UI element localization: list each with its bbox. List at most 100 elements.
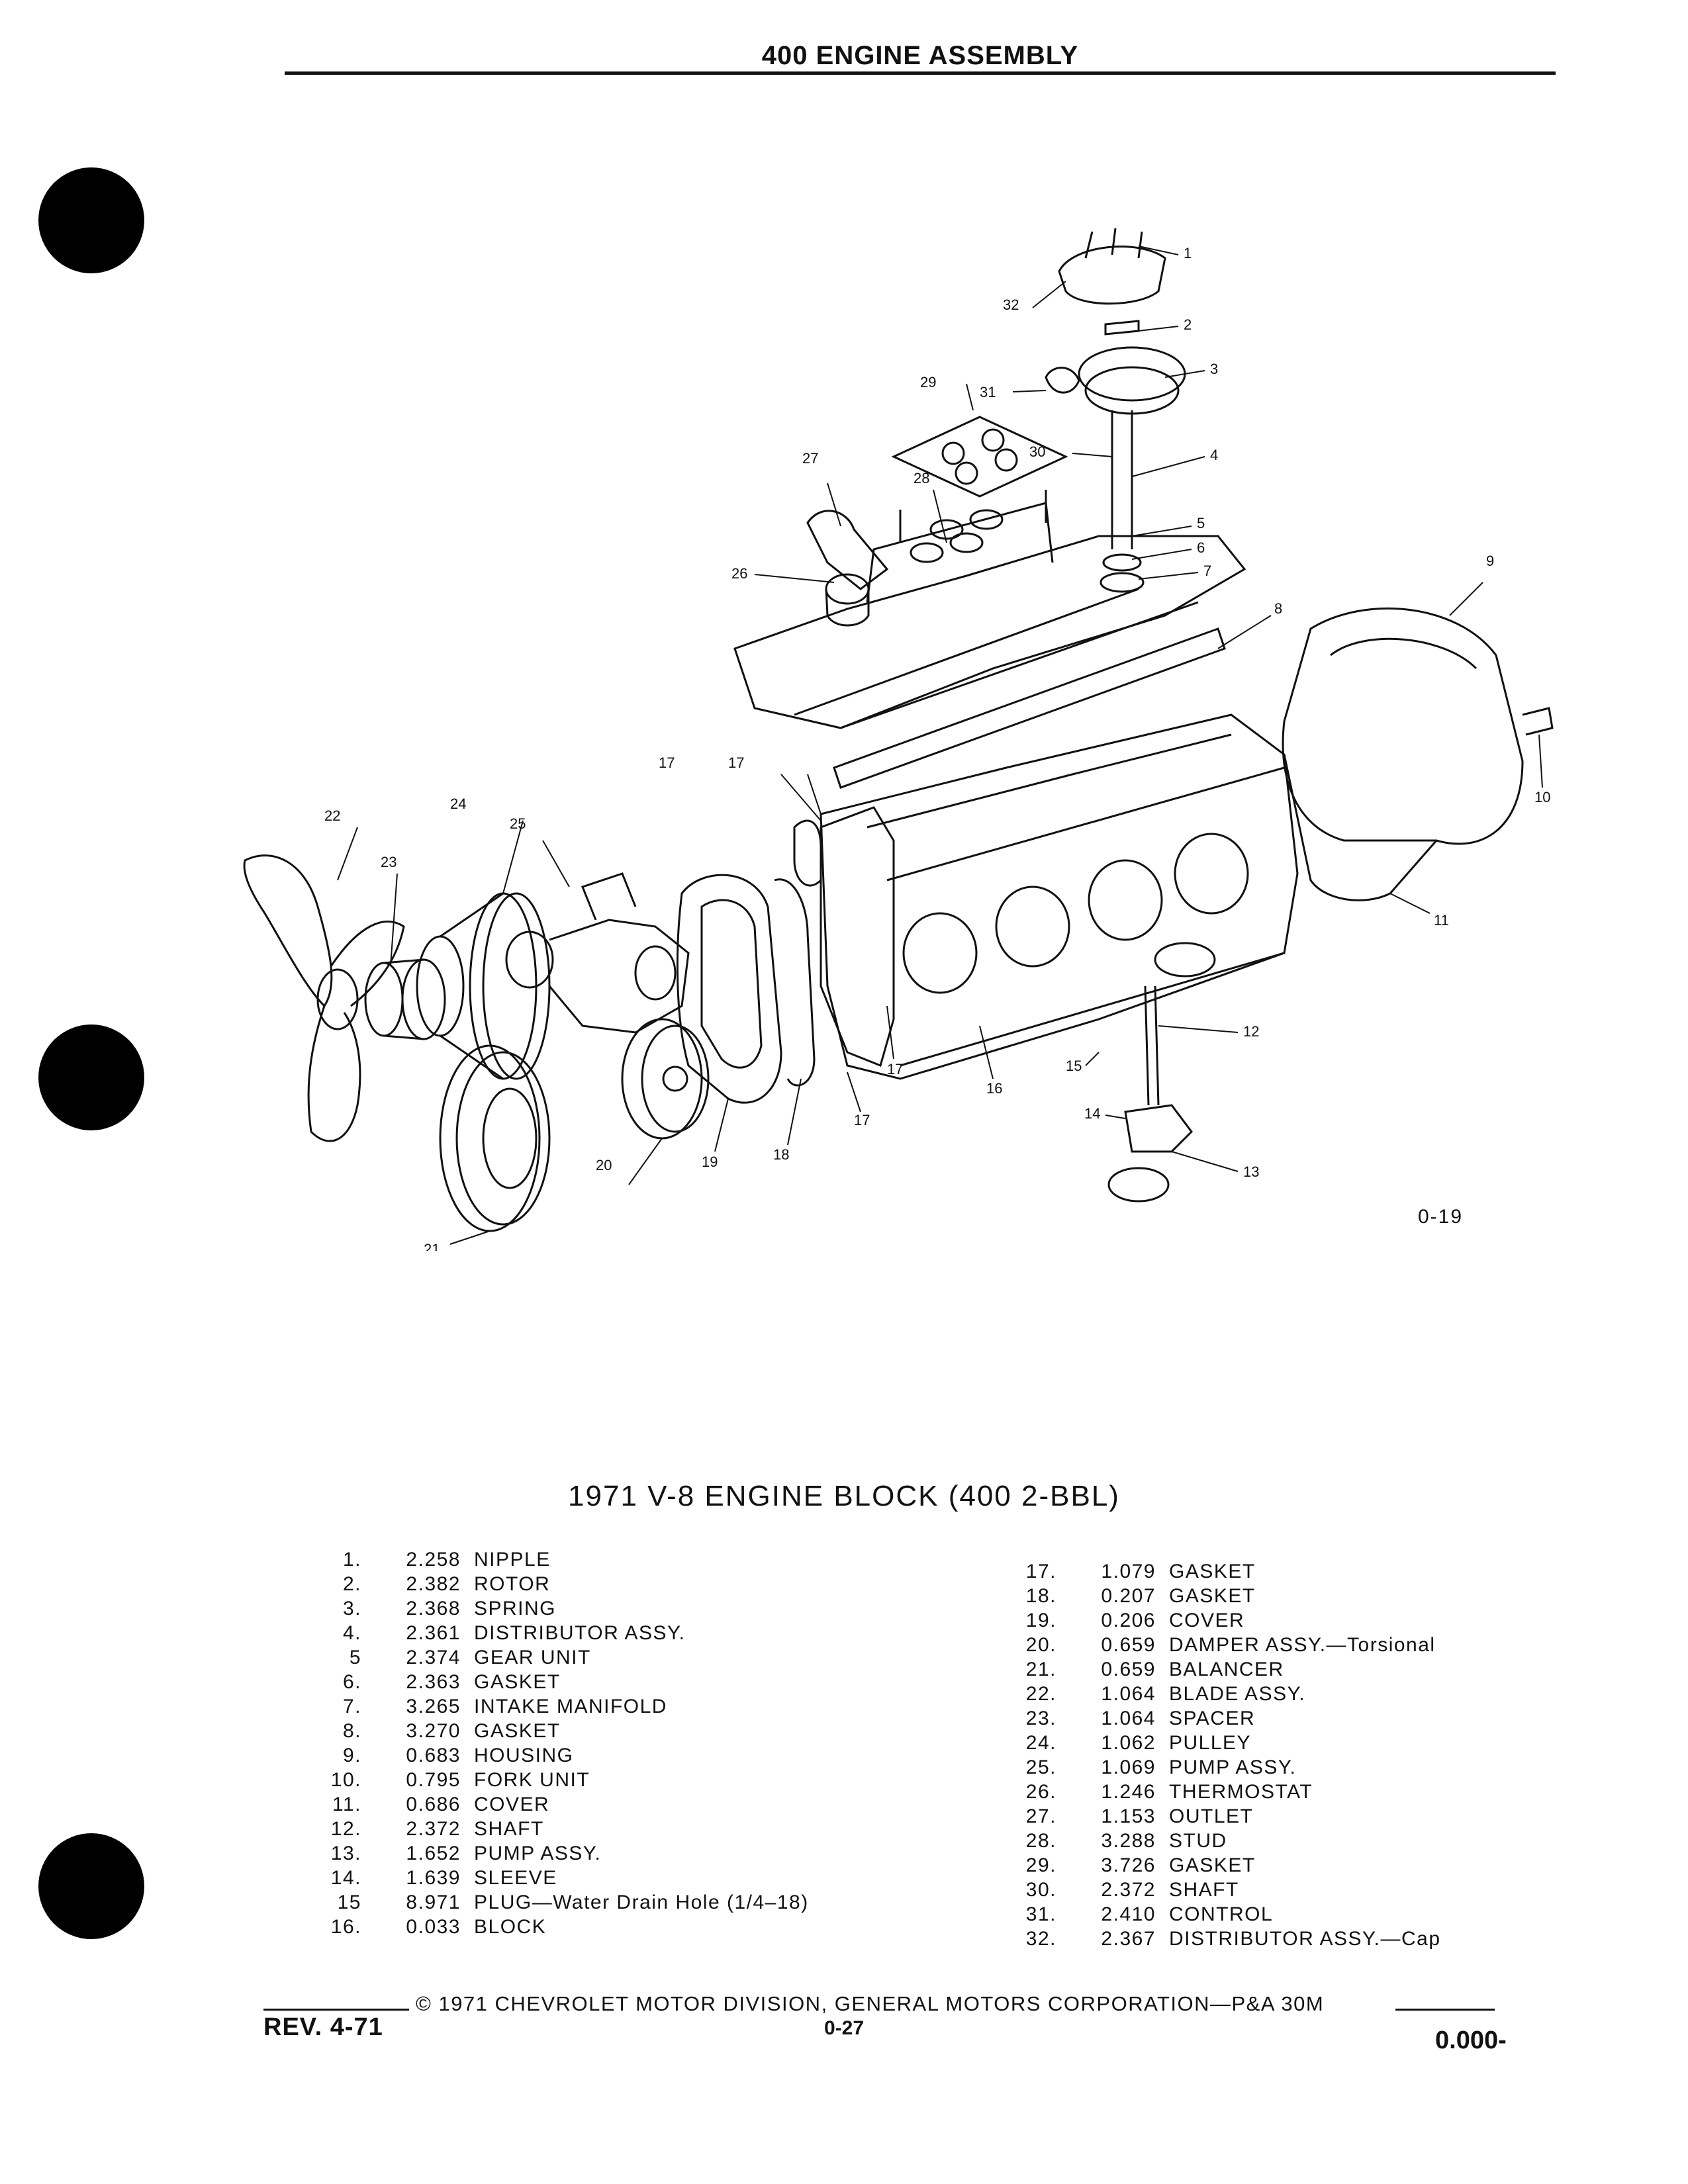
header-rule [285, 71, 1556, 75]
part-number: 21. [1025, 1659, 1056, 1680]
part-code: 2.361 [406, 1622, 461, 1644]
page-number: 0-27 [823, 2017, 865, 2039]
parts-list-row: 14. 1.639 SLEEVE [311, 1866, 809, 1890]
callout-17-lower-left: 17 [854, 1112, 870, 1128]
spacer-drawing [364, 958, 446, 1040]
callout-23: 23 [381, 854, 397, 870]
part-number: 31. [1025, 1903, 1056, 1925]
callout-12: 12 [1243, 1023, 1259, 1040]
part-name: FORK UNIT [474, 1769, 590, 1791]
part-name: PULLEY [1169, 1732, 1252, 1754]
part-number: 2. [342, 1573, 361, 1595]
part-code: 2.368 [406, 1598, 461, 1619]
part-name: GASKET [1169, 1585, 1256, 1607]
figure-id: 0-19 [1418, 1206, 1464, 1228]
engine-block-drawing [820, 713, 1299, 1080]
parts-list-row: 15 8.971 PLUG—Water Drain Hole (1/4–18) [311, 1890, 809, 1915]
part-number: 4. [342, 1622, 361, 1644]
part-name: SLEEVE [474, 1867, 557, 1889]
carb-gasket-drawing [891, 416, 1068, 543]
part-code: 2.382 [406, 1573, 461, 1595]
part-name: GASKET [474, 1671, 561, 1693]
callout-16: 16 [986, 1080, 1002, 1097]
section-number: 0.000- [1435, 2026, 1507, 2054]
part-name: BALANCER [1169, 1659, 1284, 1680]
part-code: 1.079 [1101, 1561, 1156, 1582]
part-code: 3.288 [1101, 1830, 1156, 1852]
part-code: 2.363 [406, 1671, 461, 1693]
part-code: 2.258 [406, 1549, 461, 1570]
part-number: 22. [1025, 1683, 1056, 1705]
callout-9: 9 [1486, 553, 1494, 569]
part-code: 0.686 [406, 1794, 461, 1815]
part-number: 7. [342, 1696, 361, 1717]
part-name: GASKET [474, 1720, 561, 1742]
part-name: STUD [1169, 1830, 1227, 1852]
distributor-drawing [1045, 228, 1186, 593]
parts-list-title: 1971 V-8 ENGINE BLOCK (400 2-BBL) [568, 1480, 1120, 1512]
part-name: PUMP ASSY. [474, 1843, 602, 1864]
callout-27: 27 [802, 450, 818, 467]
page-title: 400 ENGINE ASSEMBLY [761, 41, 1079, 70]
pulley-drawing [416, 892, 551, 1080]
callout-22: 22 [324, 807, 340, 824]
fan-blade-drawing [243, 854, 405, 1142]
part-name: BLOCK [474, 1916, 547, 1938]
part-number: 14. [330, 1867, 361, 1889]
part-code: 0.206 [1101, 1610, 1156, 1631]
part-number: 15 [337, 1891, 361, 1913]
callout-11: 11 [1434, 912, 1449, 929]
callout-6: 6 [1197, 539, 1205, 556]
callout-5: 5 [1197, 515, 1205, 531]
part-name: COVER [474, 1794, 550, 1815]
callout-15: 15 [1066, 1058, 1082, 1074]
revision-label: REV. 4-71 [263, 2013, 383, 2041]
part-name: GASKET [1169, 1561, 1256, 1582]
part-code: 8.971 [406, 1891, 461, 1913]
part-name: ROTOR [474, 1573, 551, 1595]
part-number: 27. [1025, 1805, 1056, 1827]
callout-31: 31 [980, 384, 996, 400]
part-number: 32. [1025, 1928, 1056, 1950]
binder-punch-hole-middle [38, 1024, 144, 1130]
part-name: SHAFT [1169, 1879, 1239, 1901]
part-name: INTAKE MANIFOLD [474, 1696, 667, 1717]
part-name: CONTROL [1169, 1903, 1274, 1925]
callout-2: 2 [1184, 316, 1192, 333]
callout-29: 29 [920, 374, 936, 390]
part-name: OUTLET [1169, 1805, 1254, 1827]
callout-10: 10 [1534, 789, 1550, 805]
part-number: 9. [342, 1745, 361, 1766]
binder-punch-hole-top [38, 167, 144, 273]
water-pump-drawing [505, 872, 690, 1034]
callout-28: 28 [914, 470, 929, 486]
part-name: GEAR UNIT [474, 1647, 591, 1668]
part-name: NIPPLE [474, 1549, 551, 1570]
part-code: 1.153 [1101, 1805, 1156, 1827]
part-name: PLUG—Water Drain Hole (1/4–18) [474, 1891, 809, 1913]
callout-7: 7 [1203, 563, 1211, 579]
part-code: 1.064 [1101, 1683, 1156, 1705]
part-code: 1.069 [1101, 1756, 1156, 1778]
part-code: 1.639 [406, 1867, 461, 1889]
part-code: 0.033 [406, 1916, 461, 1938]
part-number: 5 [349, 1647, 361, 1668]
footer-rule-right [1395, 2009, 1495, 2011]
part-code: 3.265 [406, 1696, 461, 1717]
part-code: 0.795 [406, 1769, 461, 1791]
callout-21: 21 [424, 1241, 440, 1251]
callout-32: 32 [1003, 296, 1019, 313]
part-number: 6. [342, 1671, 361, 1693]
part-code: 2.410 [1101, 1903, 1156, 1925]
